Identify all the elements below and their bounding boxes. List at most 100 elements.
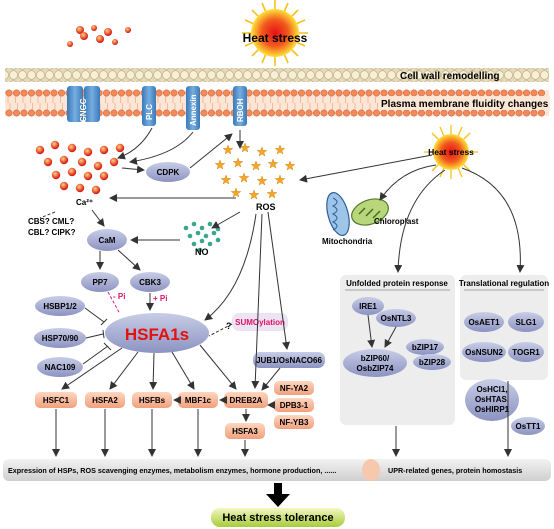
tolerance-label: Heat stress tolerance (222, 512, 333, 524)
plus-pi-label: + Pi (153, 294, 167, 303)
connection-arrows (52, 127, 525, 457)
lipid-head (448, 109, 455, 117)
heat-stress-right-label: Heat stress (428, 147, 474, 157)
upr-title: Unfolded protein response (346, 279, 448, 288)
expression-label: Expression of HSPs, ROS scavenging enzym… (8, 466, 336, 475)
membrane-label-bg (380, 96, 550, 110)
togr1-node: TOGR1 (508, 342, 544, 362)
bzip60-node: bZIP60/ OsbZIP74 (343, 349, 407, 377)
lipid-head (155, 89, 163, 97)
lipid-head (298, 89, 305, 97)
lipid-head (305, 109, 313, 117)
lipid-head (410, 89, 418, 97)
question-mark: ? (226, 321, 232, 331)
no-molecule (215, 237, 221, 243)
lipid-head (350, 109, 358, 117)
cam-label: CaM (99, 236, 116, 245)
lipid-head (125, 109, 133, 117)
lipid-head (403, 109, 410, 117)
lipid-head (500, 109, 508, 117)
mbf1c-node: MBF1c (178, 392, 218, 408)
lipid-head (515, 89, 523, 97)
ca-ion-outside (104, 28, 112, 36)
lipid-head (58, 109, 65, 117)
ros-star (232, 157, 244, 168)
ostt1-label: OsTT1 (516, 422, 541, 431)
no-molecule (207, 221, 213, 227)
lipid-head (500, 89, 508, 97)
lipid-head (523, 109, 530, 117)
lipid-head (440, 109, 448, 117)
osaet1-node: OsAET1 (464, 312, 504, 332)
nfyb3-label: NF-YB3 (280, 418, 309, 427)
ca-ion (51, 170, 61, 180)
ca-ion (91, 185, 101, 195)
ros-star (267, 158, 279, 169)
bzip28-label: bZIP28 (419, 358, 446, 367)
jub1-node: JUB1/OsNACO66 (253, 352, 325, 368)
bzip17-label: bZIP17 (412, 343, 439, 352)
lipid-head (433, 109, 440, 117)
lipid-head (508, 89, 515, 97)
pp7-label: PP7 (92, 278, 108, 287)
calcium-ions (35, 25, 131, 195)
dpb31-node: DPB3-1 (274, 398, 314, 412)
ros-star (266, 188, 278, 199)
ros-star (274, 144, 286, 155)
lipid-head (208, 89, 215, 97)
annexin-channel: Annexin (186, 86, 200, 130)
lipid-head (418, 109, 425, 117)
lipid-head (328, 109, 335, 117)
lipid-head (313, 89, 320, 97)
lipid-head (530, 89, 538, 97)
lipid-head (493, 109, 500, 117)
cell-wall-band (5, 68, 549, 82)
ca-label: Ca²⁺ (76, 198, 93, 207)
lipid-head (343, 109, 350, 117)
lipid-head (433, 89, 440, 97)
no-label: NO (195, 247, 209, 257)
upr-genes-label: UPR-related genes, protein homostasis (388, 466, 522, 475)
ca-ion-outside (112, 39, 118, 45)
hsfc1-label: HSFC1 (43, 396, 70, 405)
mitochondria-icon (326, 191, 350, 237)
hsp70-node: HSP70/90 (34, 328, 86, 348)
lipid-head (163, 109, 170, 117)
no-molecule (215, 226, 221, 232)
ire1-node: IRE1 (352, 297, 384, 315)
lipid-head (290, 89, 298, 97)
lipid-head (110, 89, 118, 97)
ros-star (284, 160, 296, 171)
ca-ion-outside (80, 32, 88, 40)
lipid-head (200, 109, 208, 117)
big-down-arrow-icon (266, 483, 290, 507)
lipid-head (103, 89, 110, 97)
lipid-head (253, 109, 260, 117)
lipid-head (388, 109, 395, 117)
osntl3-label: OsNTL3 (381, 314, 412, 323)
lipid-head (358, 89, 365, 97)
ca-ion-outside (91, 25, 97, 31)
lipid-head (418, 89, 425, 97)
osntl3-node: OsNTL3 (376, 309, 416, 327)
lipid-head (260, 89, 268, 97)
lipid-head (28, 89, 35, 97)
jub1-label: JUB1/OsNACO66 (256, 356, 322, 365)
no-molecule (183, 225, 189, 231)
hsfa3-label: HSFA3 (232, 427, 258, 436)
lipid-head (530, 109, 538, 117)
lipid-head (178, 89, 185, 97)
lipid-head (13, 89, 20, 97)
hsfc1-node: HSFC1 (35, 392, 77, 408)
lipid-head (425, 89, 433, 97)
hsfa3-node: HSFA3 (225, 423, 265, 439)
ca-ion-outside (125, 27, 131, 33)
expression-band: Expression of HSPs, ROS scavenging enzym… (3, 459, 551, 481)
ros-star (274, 174, 286, 185)
oshci1-node: OsHCI1, OsHTAS, OsHIRP1 (465, 379, 519, 421)
annexin-label: Annexin (189, 94, 198, 126)
ca-ion-outside (76, 26, 84, 34)
lipid-head (13, 109, 20, 117)
lipid-head (455, 109, 463, 117)
